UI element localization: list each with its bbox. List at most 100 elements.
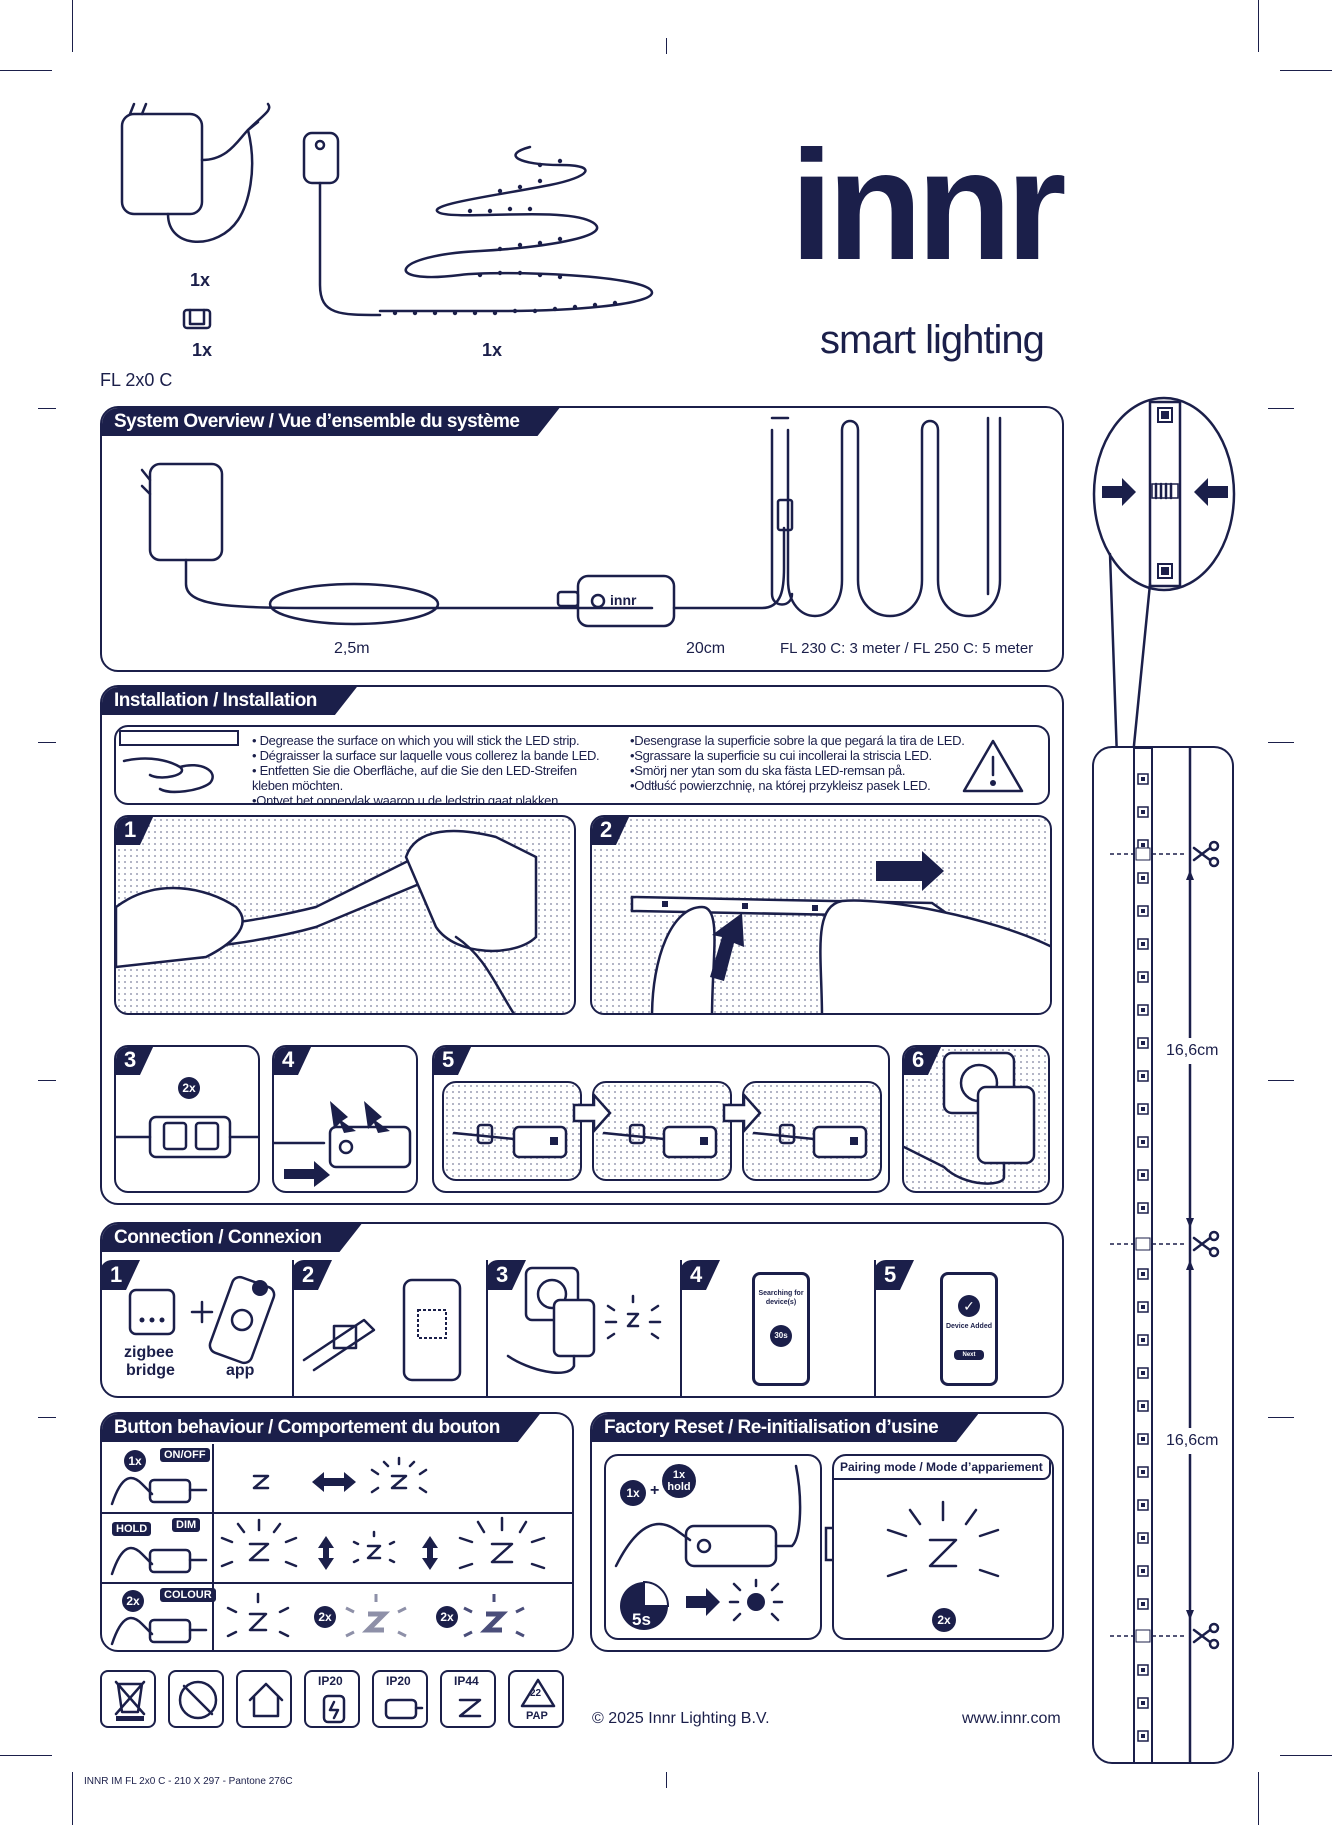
weee-icon — [100, 1670, 156, 1728]
ip44-strip-icon: IP44 — [440, 1670, 496, 1728]
colour-cycle-diagram — [226, 1592, 525, 1638]
press-strip-illustration — [630, 851, 1050, 1013]
press-illustration: 1x ON/OFF — [102, 1444, 214, 1512]
reset-press-illustration — [614, 1464, 802, 1630]
bridge-plus-app-illustration — [128, 1275, 276, 1365]
no-disposal-icon — [168, 1670, 224, 1728]
action-badge: ON/OFF — [160, 1448, 210, 1462]
press-count-badge: 2x — [178, 1077, 200, 1099]
insert-connector-illustration — [274, 1101, 412, 1187]
install-step-1: 1 — [114, 815, 576, 1015]
copyright: © 2025 Innr Lighting B.V. — [592, 1710, 770, 1727]
indoor-use-icon — [236, 1670, 292, 1728]
cable-length-label: 2,5m — [334, 640, 370, 657]
crop-mark — [1268, 1080, 1294, 1081]
led-chip-core — [1141, 1008, 1145, 1012]
factory-reset-title: Factory Reset / Re-initialisation d’usin… — [592, 1414, 978, 1442]
blink-count-badge: 2x — [932, 1608, 956, 1632]
brand-tagline: smart lighting — [820, 318, 1045, 362]
system-overview-title: System Overview / Vue d’ensemble du syst… — [102, 408, 560, 436]
install-step-2: 2 — [590, 815, 1052, 1015]
cut-distance-bottom: 16,6cm — [1166, 1428, 1219, 1454]
controller-open-illustration — [116, 1115, 258, 1159]
crop-mark — [38, 1417, 56, 1418]
crop-mark — [1280, 1755, 1332, 1756]
button-behaviour-title: Button behaviour / Comportement du bouto… — [102, 1414, 540, 1442]
step-number: 4 — [274, 1047, 312, 1075]
led-chip-core — [1141, 810, 1145, 814]
hands-cleaning-illustration — [119, 730, 239, 794]
crop-mark — [1268, 408, 1294, 409]
recycle-code: 22 — [530, 1688, 542, 1699]
crop-mark — [1258, 1772, 1259, 1825]
factory-reset-panel: Factory Reset / Re-initialisation d’usin… — [590, 1412, 1064, 1652]
crop-mark — [1280, 70, 1332, 71]
on-off-toggle-diagram — [252, 1456, 428, 1494]
led-chip-core — [1141, 1107, 1145, 1111]
app-label: app — [226, 1362, 255, 1379]
crop-mark — [1268, 742, 1294, 743]
hold-count: 1x — [672, 1469, 686, 1481]
recycle-material: PAP — [526, 1710, 548, 1722]
timer-badge: 30s — [770, 1325, 792, 1347]
hand-double-press-icon — [110, 1616, 208, 1646]
crop-mark — [1268, 1417, 1294, 1418]
dim-levels-diagram — [220, 1516, 546, 1570]
led-chip-core — [1141, 942, 1145, 946]
check-icon: ✓ — [958, 1295, 980, 1317]
behaviour-row-dim: HOLD DIM — [102, 1514, 572, 1584]
led-chip-core — [1141, 777, 1145, 781]
mounting-clip-illustration — [182, 308, 212, 330]
led-chip-core — [1141, 1602, 1145, 1606]
connection-step-5: 5 ✓ Device Added Next — [874, 1260, 1062, 1396]
led-chip-core — [1141, 1140, 1145, 1144]
strip-variants-label: FL 230 C: 3 meter / FL 250 C: 5 meter — [780, 640, 1034, 657]
hand-press-icon — [110, 1476, 208, 1506]
ip20-adapter-icon: IP20 — [304, 1670, 360, 1728]
connection-step-1: 1 zigbee bridge app — [102, 1260, 292, 1396]
controller-icon — [384, 1698, 424, 1720]
connection-divider — [292, 1260, 294, 1396]
bullet-text: •Smörj ner ytan som du ska fästa LED-rem… — [630, 763, 906, 778]
led-chip-core — [1141, 1338, 1145, 1342]
reset-procedure: 1x + 1x hold 5s — [604, 1454, 822, 1640]
led-chip-core — [1141, 1206, 1145, 1210]
led-chip-core — [1141, 843, 1145, 847]
logo-wordmark: innr — [790, 119, 1067, 293]
bullet-text: • Dégraisser la surface sur laquelle vou… — [252, 748, 600, 763]
press-count-badge: HOLD — [112, 1522, 152, 1536]
bullet-text: •Sgrassare la superficie su cui incoller… — [630, 748, 932, 763]
led-chip-core — [1141, 1437, 1145, 1441]
power-on-illustration — [506, 1266, 662, 1374]
led-chip-core — [1141, 1503, 1145, 1507]
press-illustration: HOLD DIM — [102, 1514, 214, 1582]
system-diagram — [140, 416, 1002, 628]
button-behaviour-panel: Button behaviour / Comportement du bouto… — [100, 1412, 574, 1652]
scissors-icon — [1192, 840, 1220, 1650]
press-count-badge: 1x — [620, 1480, 646, 1506]
brand-logo: innr — [790, 128, 1120, 300]
ip-rating: IP20 — [318, 1674, 343, 1688]
led-chip-core — [1141, 1701, 1145, 1705]
plus-sign: + — [650, 1482, 660, 1499]
led-chip-core — [1141, 1470, 1145, 1474]
repeat-badge: 2x — [314, 1606, 336, 1628]
led-chip-core — [1141, 1734, 1145, 1738]
action-badge: COLOUR — [160, 1588, 216, 1602]
installation-title: Installation / Installation — [102, 687, 357, 715]
strip-lead-label: 20cm — [686, 640, 726, 657]
step-number: 5 — [874, 1260, 914, 1290]
step-number: 4 — [680, 1260, 720, 1290]
hand-crossed-icon — [178, 1680, 218, 1720]
action-badge: DIM — [172, 1518, 201, 1532]
bullet-text: kleben möchten. — [252, 778, 343, 793]
next-button[interactable]: Next — [954, 1350, 984, 1360]
led-chip-core — [1141, 975, 1145, 979]
strip-cut-guide: 16,6cm 16,6cm — [1092, 746, 1234, 1764]
crop-mark — [38, 1080, 56, 1081]
connection-title: Connection / Connexion — [102, 1224, 362, 1252]
press-illustration: 2x COLOUR — [102, 1584, 216, 1650]
qty-strip: 1x — [482, 340, 503, 360]
peel-backing-illustration — [116, 829, 538, 1013]
install-step-6: 6 — [902, 1045, 1050, 1193]
